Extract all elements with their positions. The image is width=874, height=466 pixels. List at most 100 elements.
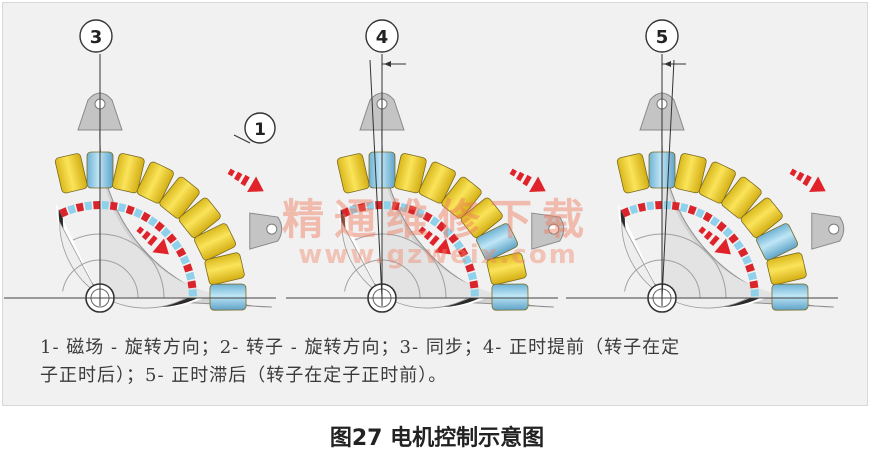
rotor-ring-line <box>62 259 139 299</box>
stator-coil <box>54 153 88 194</box>
stator-face <box>662 148 812 298</box>
stator-coil <box>756 223 798 261</box>
rotor-magnet <box>375 201 383 210</box>
rotor-rotation-arrow <box>698 226 731 255</box>
stator-coil <box>394 153 427 194</box>
rotor-ring-line <box>344 259 421 299</box>
rotor-magnet <box>702 211 713 223</box>
rotor-magnet <box>160 227 172 238</box>
rotor-magnet <box>179 255 190 265</box>
stator-coil <box>766 252 807 286</box>
timing-offset-line <box>661 59 675 299</box>
rotor-magnet <box>448 233 459 244</box>
side-lug <box>249 212 283 250</box>
rotor-ring-line <box>624 259 701 299</box>
callout-label: 1 <box>254 120 266 140</box>
stator-coil <box>178 197 221 238</box>
legend-line-1: 1- 磁场 - 旋转方向；2- 转子 - 旋转方向；3- 同步；4- 正时提前（… <box>40 337 681 358</box>
rotor-magnet <box>171 240 182 251</box>
callout-4: 4 <box>365 19 399 53</box>
rotor-magnet <box>125 205 135 215</box>
rotor-magnet <box>422 211 433 223</box>
rotor-magnet <box>737 247 749 258</box>
timing-arrowhead <box>384 61 391 67</box>
rotor-magnet <box>663 201 672 210</box>
rotor-magnet <box>733 240 744 251</box>
stator-coil <box>740 197 783 238</box>
callout-circle <box>244 112 276 144</box>
stator-coil <box>418 161 456 204</box>
side-lug-hole <box>266 223 278 235</box>
rotor-magnet <box>747 271 758 281</box>
callout-circle <box>645 19 679 53</box>
stator-coil <box>112 153 145 194</box>
callout-circle <box>79 19 113 53</box>
stator-face <box>100 148 250 298</box>
rotor-magnet <box>399 202 409 213</box>
motor-diagram-1: 31 <box>4 19 283 313</box>
rotor-magnet <box>465 263 475 273</box>
rotor-magnet <box>391 201 400 211</box>
stator-coil <box>194 223 236 261</box>
rotor-magnet <box>453 240 464 251</box>
rotor-magnet <box>637 202 647 212</box>
callout-5: 5 <box>645 19 679 53</box>
field-rotation-arrow <box>789 168 826 193</box>
stator-coil <box>674 153 707 194</box>
stator-coil <box>698 161 736 204</box>
rotor-magnet <box>461 255 472 265</box>
rotor-magnet <box>84 201 93 211</box>
rotor-ring-line <box>72 233 165 299</box>
rotor-magnet <box>470 289 479 297</box>
stator-coil <box>771 283 809 311</box>
rotor-magnet <box>436 221 447 232</box>
rotor-magnet <box>341 207 351 218</box>
callout-label: 5 <box>656 27 669 48</box>
rotor-magnet <box>407 205 417 215</box>
rotor-magnet <box>467 271 478 281</box>
rotor-magnet <box>154 221 165 232</box>
rotor-magnet <box>109 201 118 211</box>
rotor-magnet <box>646 201 655 211</box>
figure-caption: 图27 电机控制示意图 <box>329 426 545 451</box>
rotor-magnet <box>442 227 454 238</box>
rotor-magnet <box>93 201 101 210</box>
stator-coil <box>476 223 518 261</box>
stator-coil <box>460 197 503 238</box>
legend: 1- 磁场 - 旋转方向；2- 转子 - 旋转方向；3- 同步；4- 正时提前（… <box>40 334 840 390</box>
rotor-ring-line <box>634 233 727 299</box>
rotor-magnet <box>357 202 367 212</box>
side-lug-hole <box>548 223 560 235</box>
rotor-magnet <box>67 204 77 215</box>
stator-coil <box>441 176 482 219</box>
rotor-ring-line <box>354 233 447 299</box>
rotor-magnet <box>679 202 689 213</box>
rotor-magnet <box>728 233 739 244</box>
callout-label: 3 <box>90 27 103 48</box>
stator-coil <box>159 176 200 219</box>
stator-coil <box>616 153 650 194</box>
stator-coil <box>209 283 247 311</box>
rotor-magnet <box>687 205 697 215</box>
field-rotation-arrow <box>227 168 264 193</box>
rotor-magnet <box>741 255 752 265</box>
rotor-magnet <box>621 207 631 218</box>
rotor-magnet <box>629 204 639 215</box>
callout-circle <box>365 19 399 53</box>
rotor-rotation-arrow <box>136 226 169 255</box>
rotor-magnet <box>716 221 727 232</box>
rotor-magnet <box>101 201 110 210</box>
rotor-magnet <box>187 280 197 289</box>
rotor-magnet <box>429 216 441 227</box>
rotor-magnet <box>655 201 663 210</box>
stator-coil <box>721 176 762 219</box>
rotor-magnet <box>709 216 721 227</box>
motor-diagram-2: 4 <box>286 19 565 313</box>
rotor-magnet <box>457 247 469 258</box>
stator-coil <box>336 153 370 194</box>
rotor-magnet <box>695 208 705 219</box>
rotor-magnet <box>188 289 197 297</box>
callout-3: 3 <box>79 19 113 53</box>
stator-coil <box>491 283 529 311</box>
